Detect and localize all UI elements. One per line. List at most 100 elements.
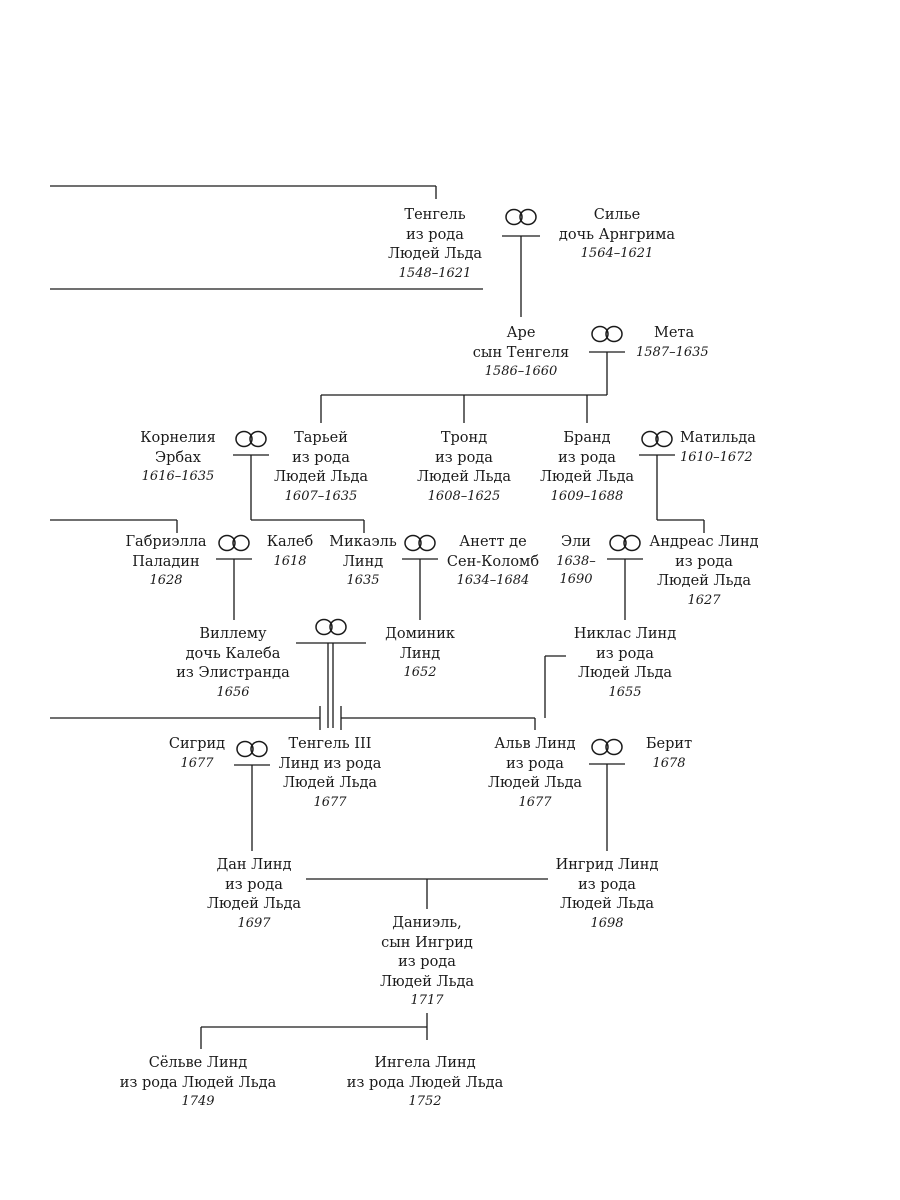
person-name-line: Людей Льда: [559, 896, 655, 912]
person-years: 1635: [346, 573, 380, 588]
person-name-line: Калеб: [266, 534, 314, 550]
wedding-rings-icon: [641, 430, 673, 448]
person-mikael: Микаэль Линд 1635: [329, 533, 396, 590]
person-years: 1717: [410, 993, 444, 1008]
wedding-rings-icon: [591, 325, 623, 343]
person-name-line: Людей Льда: [656, 573, 752, 589]
person-name-line: Сигрид: [168, 736, 226, 752]
person-silje: Силье дочь Арнгрима 1564–1621: [559, 206, 675, 263]
person-years: 1698: [590, 915, 624, 931]
person-name-line: Тарьей: [294, 430, 348, 446]
person-tengel-iii: Тенгель III Линд из рода Людей Льда 1677: [279, 735, 382, 812]
person-name-line: Андреас Линд: [649, 534, 759, 550]
person-eli: Эли 1638–1690: [554, 533, 598, 589]
person-name-line: из рода: [578, 876, 636, 893]
person-name-line: из рода Людей Льда: [119, 1074, 277, 1091]
person-taryei: Тарьей из рода Людей Льда 1607–1635: [274, 429, 368, 506]
person-name-line: Сен-Коломб: [446, 553, 540, 570]
person-name-line: сын Тенгеля: [472, 344, 570, 361]
person-years: 1616–1635: [141, 469, 215, 484]
person-name-line: Силье: [593, 207, 641, 223]
person-name-line: Даниэль,: [392, 915, 462, 931]
person-name-line: Линд из рода: [278, 755, 382, 772]
person-kaleb: Калеб 1618: [267, 533, 313, 571]
marriage-rings: [218, 208, 673, 758]
person-name-line: из рода: [292, 449, 350, 466]
person-name-line: Тронд: [440, 430, 488, 446]
person-name-line: Эли: [561, 534, 591, 550]
person-name-line: Виллему: [199, 626, 267, 642]
wedding-rings-icon: [218, 534, 250, 552]
person-alv: Альв Линд из рода Людей Льда 1677: [488, 735, 582, 812]
person-years: 1652: [403, 665, 437, 680]
wedding-rings-icon: [235, 430, 267, 448]
person-name-line: из рода: [558, 449, 616, 466]
person-name-line: дочь Арнгрима: [558, 226, 676, 243]
person-name-line: из рода: [506, 755, 564, 772]
person-years: 1638–1690: [556, 553, 596, 587]
person-name-line: Берит: [645, 736, 693, 752]
person-name-line: Людей Льда: [416, 469, 512, 485]
person-name-line: из рода: [435, 449, 493, 466]
person-niklas: Никлас Линд из рода Людей Льда 1655: [574, 625, 676, 702]
person-anett: Анетт де Сен-Коломб 1634–1684: [447, 533, 539, 590]
wedding-rings-icon: [609, 534, 641, 552]
person-berit: Берит 1678: [646, 735, 692, 773]
person-name-line: Людей Льда: [206, 896, 302, 912]
person-name-line: Тенгель: [404, 207, 466, 223]
person-andreas: Андреас Линд из рода Людей Льда 1627: [649, 533, 758, 610]
person-years: 1618: [273, 553, 307, 569]
person-years: 1677: [180, 755, 214, 771]
person-name-line: Габриэлла: [125, 534, 207, 550]
person-name-line: Ингрид Линд: [555, 857, 659, 873]
person-name-line: Доминик: [385, 626, 455, 642]
wedding-rings-icon: [591, 738, 623, 756]
person-years: 1752: [408, 1094, 442, 1109]
person-name-line: из рода: [398, 954, 456, 970]
person-name-line: Людей Льда: [577, 665, 673, 681]
person-name-line: Людей Льда: [387, 246, 483, 262]
person-name-line: из рода: [406, 226, 464, 243]
wedding-rings-icon: [505, 208, 537, 226]
person-years: 1678: [652, 755, 686, 771]
person-villemu: Виллему дочь Калеба из Элистранда 1656: [176, 625, 289, 702]
person-name-line: Микаэль: [329, 534, 397, 550]
person-name-line: Линд: [342, 553, 384, 570]
person-name-line: сын Ингрид: [381, 934, 473, 951]
person-name-line: Людей Льда: [539, 469, 635, 485]
person-years: 1586–1660: [484, 364, 558, 379]
connector-lines: [50, 185, 705, 1049]
person-name-line: Людей Льда: [379, 973, 475, 990]
person-name-line: из рода: [675, 553, 733, 570]
person-years: 1609–1688: [550, 488, 624, 504]
person-name-line: Бранд: [563, 430, 611, 446]
person-name-line: Аре: [506, 325, 536, 341]
person-years: 1627: [687, 592, 721, 608]
person-tengel: Тенгель из рода Людей Льда 1548–1621: [388, 206, 482, 283]
wedding-rings-icon: [315, 618, 347, 636]
person-name-line: Сёльве Линд: [148, 1055, 248, 1071]
person-ingrid: Ингрид Линд из рода Людей Льда 1698: [556, 856, 659, 933]
person-years: 1548–1621: [398, 265, 472, 281]
person-years: 1587–1635: [636, 344, 709, 360]
person-name-line: Анетт де: [459, 534, 527, 550]
person-name-line: Линд: [399, 645, 441, 662]
person-selve: Сёльве Линд из рода Людей Льда 1749: [120, 1054, 276, 1111]
person-name-line: дочь Калеба: [185, 645, 281, 662]
person-sigrid: Сигрид 1677: [169, 735, 225, 773]
person-name-line: Эрбах: [155, 449, 201, 466]
person-are: Аре сын Тенгеля 1586–1660: [473, 324, 569, 381]
person-years: 1610–1672: [680, 449, 753, 465]
person-name-line: Никлас Линд: [573, 626, 677, 642]
person-name-line: Альв Линд: [494, 736, 576, 752]
person-years: 1677: [313, 794, 347, 810]
person-name-line: Людей Льда: [273, 469, 369, 485]
person-years: 1634–1684: [456, 573, 530, 588]
person-gabriella: Габриэлла Паладин 1628: [125, 533, 206, 590]
person-name-line: Корнелия: [140, 430, 216, 446]
person-years: 1628: [149, 573, 183, 588]
person-years: 1697: [237, 915, 271, 931]
person-name-line: из Элистранда: [176, 665, 290, 681]
person-name-line: Паладин: [132, 553, 200, 570]
person-name-line: Ингела Линд: [374, 1055, 476, 1071]
